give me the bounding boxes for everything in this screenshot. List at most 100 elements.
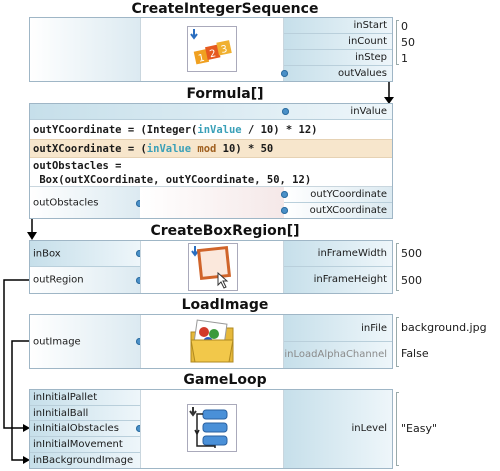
node-create-box-region[interactable]: inBox outRegion inFrameWidth inFrameHeig…: [29, 240, 393, 294]
wire-outregion-obstacles: [3, 279, 29, 429]
port-label: inFile: [361, 323, 387, 334]
value-in-start[interactable]: 0: [401, 20, 408, 33]
port-dot[interactable]: [136, 250, 143, 257]
port-label: outRegion: [33, 274, 84, 286]
value-in-file[interactable]: background.jpg: [401, 321, 487, 334]
input-column: inFile inLoadAlphaChannel: [284, 315, 392, 368]
code-text: 10) * 50: [216, 143, 274, 155]
svg-text:2: 2: [209, 48, 218, 60]
port-label: outObstacles: [33, 197, 99, 209]
value-in-count[interactable]: 50: [401, 36, 415, 49]
wire-arrow-invalue: [384, 97, 394, 104]
icon-column: [140, 390, 284, 468]
node-game-loop[interactable]: inInitialPallet inInitialBall inInitialO…: [29, 389, 393, 469]
input-column: inStart inCount inStep outValues: [281, 18, 392, 81]
port-dot[interactable]: [282, 108, 289, 115]
icon-column: [140, 241, 284, 293]
port-in-start[interactable]: inStart: [284, 18, 392, 34]
value-in-frame-height[interactable]: 500: [401, 274, 422, 287]
node-formula[interactable]: inValue outYCoordinate = (Integer(inValu…: [29, 103, 393, 219]
value-bracket: [396, 243, 399, 291]
value-in-load-alpha-channel[interactable]: False: [401, 347, 429, 360]
port-label: inCount: [348, 36, 387, 47]
code-var: inValue: [146, 143, 192, 155]
port-in-load-alpha-channel[interactable]: inLoadAlphaChannel: [284, 342, 392, 368]
value-bracket: [396, 20, 399, 65]
code-text: outYCoordinate = (Integer(: [33, 124, 198, 136]
port-in-file[interactable]: inFile: [284, 315, 392, 342]
output-column-right: outYCoordinate outXCoordinate: [281, 186, 392, 219]
value-in-step[interactable]: 1: [401, 52, 408, 65]
port-in-initial-movement[interactable]: inInitialMovement: [30, 437, 140, 453]
code-text: Box(outXCoordinate, outYCoordinate, 50, …: [33, 174, 312, 186]
port-label: inStep: [355, 52, 387, 63]
port-label: outYCoordinate: [310, 189, 387, 200]
mid-column: [140, 186, 284, 218]
port-in-initial-obstacles[interactable]: inInitialObstacles: [30, 421, 143, 437]
node-title-create-box-region: CreateBoxRegion[]: [150, 223, 300, 239]
port-label: inStart: [353, 20, 387, 31]
loop-icon: [187, 404, 237, 452]
port-in-value[interactable]: inValue: [30, 104, 392, 120]
port-in-level[interactable]: inLevel: [284, 390, 392, 468]
port-dot[interactable]: [136, 338, 143, 345]
port-out-x-coordinate[interactable]: outXCoordinate: [281, 203, 392, 219]
node-title-game-loop: GameLoop: [183, 372, 267, 388]
port-label: outImage: [33, 336, 81, 347]
port-in-box[interactable]: inBox: [30, 241, 143, 267]
port-label: inBackgroundImage: [33, 455, 134, 466]
port-dot[interactable]: [281, 191, 288, 198]
node-load-image[interactable]: outImage inFile inLoadAlphaChannel: [29, 314, 393, 369]
node-title-formula: Formula[]: [186, 86, 264, 102]
port-in-step[interactable]: inStep: [284, 50, 392, 66]
port-dot[interactable]: [281, 207, 288, 214]
code-var: inValue: [197, 124, 242, 136]
port-in-initial-pallet[interactable]: inInitialPallet: [30, 390, 140, 406]
code-text: outObstacles =: [33, 160, 122, 172]
wire-arrow-background: [23, 456, 30, 464]
port-dot[interactable]: [281, 70, 288, 77]
port-dot[interactable]: [136, 425, 143, 432]
port-in-background-image[interactable]: inBackgroundImage: [30, 453, 140, 468]
port-label: inFrameHeight: [313, 274, 387, 285]
port-out-obstacles[interactable]: outObstacles: [30, 187, 143, 219]
input-column: inFrameWidth inFrameHeight: [284, 241, 392, 293]
port-in-frame-height[interactable]: inFrameHeight: [284, 267, 392, 293]
port-label: inInitialBall: [33, 408, 89, 419]
icon-column: [140, 315, 284, 368]
port-in-frame-width[interactable]: inFrameWidth: [284, 241, 392, 267]
formula-line-y[interactable]: outYCoordinate = (Integer(inValue / 10) …: [30, 121, 392, 140]
port-dot[interactable]: [136, 276, 143, 284]
code-text: outXCoordinate = (: [33, 143, 147, 155]
wire-arrow-obstacles: [23, 424, 30, 432]
node-create-integer-sequence[interactable]: 1 2 3 inStart inCount inStep outValues: [29, 17, 393, 82]
icon-column: 1 2 3: [140, 18, 284, 81]
node-title-create-integer-sequence: CreateIntegerSequence: [131, 1, 319, 17]
port-label: inLoadAlphaChannel: [284, 349, 387, 360]
port-label: outValues: [337, 68, 387, 79]
value-in-frame-width[interactable]: 500: [401, 247, 422, 260]
output-column: [30, 18, 140, 81]
value-in-level[interactable]: "Easy": [401, 422, 438, 435]
port-label: inFrameWidth: [317, 248, 387, 259]
port-in-count[interactable]: inCount: [284, 34, 392, 50]
value-bracket: [396, 317, 399, 367]
port-out-region[interactable]: outRegion: [30, 267, 143, 293]
port-label: inInitialMovement: [33, 439, 123, 450]
port-dot[interactable]: [136, 199, 143, 207]
port-label: inInitialObstacles: [33, 423, 119, 434]
formula-line-obstacles[interactable]: outObstacles = Box(outXCoordinate, outYC…: [30, 158, 392, 186]
code-op: mod: [191, 143, 217, 155]
port-out-image[interactable]: outImage: [30, 315, 143, 368]
formula-line-x[interactable]: outXCoordinate = (inValue mod 10) * 50: [30, 140, 392, 158]
port-in-initial-ball[interactable]: inInitialBall: [30, 406, 140, 421]
left-port-column: inBox outRegion: [30, 241, 143, 293]
wire-outimage-background: [11, 340, 29, 461]
svg-text:1: 1: [197, 53, 206, 65]
port-out-values[interactable]: outValues: [281, 66, 392, 81]
code-text: / 10) * 12): [241, 124, 318, 136]
svg-text:3: 3: [220, 44, 229, 56]
port-out-y-coordinate[interactable]: outYCoordinate: [281, 187, 392, 203]
port-label: inInitialPallet: [33, 392, 98, 403]
